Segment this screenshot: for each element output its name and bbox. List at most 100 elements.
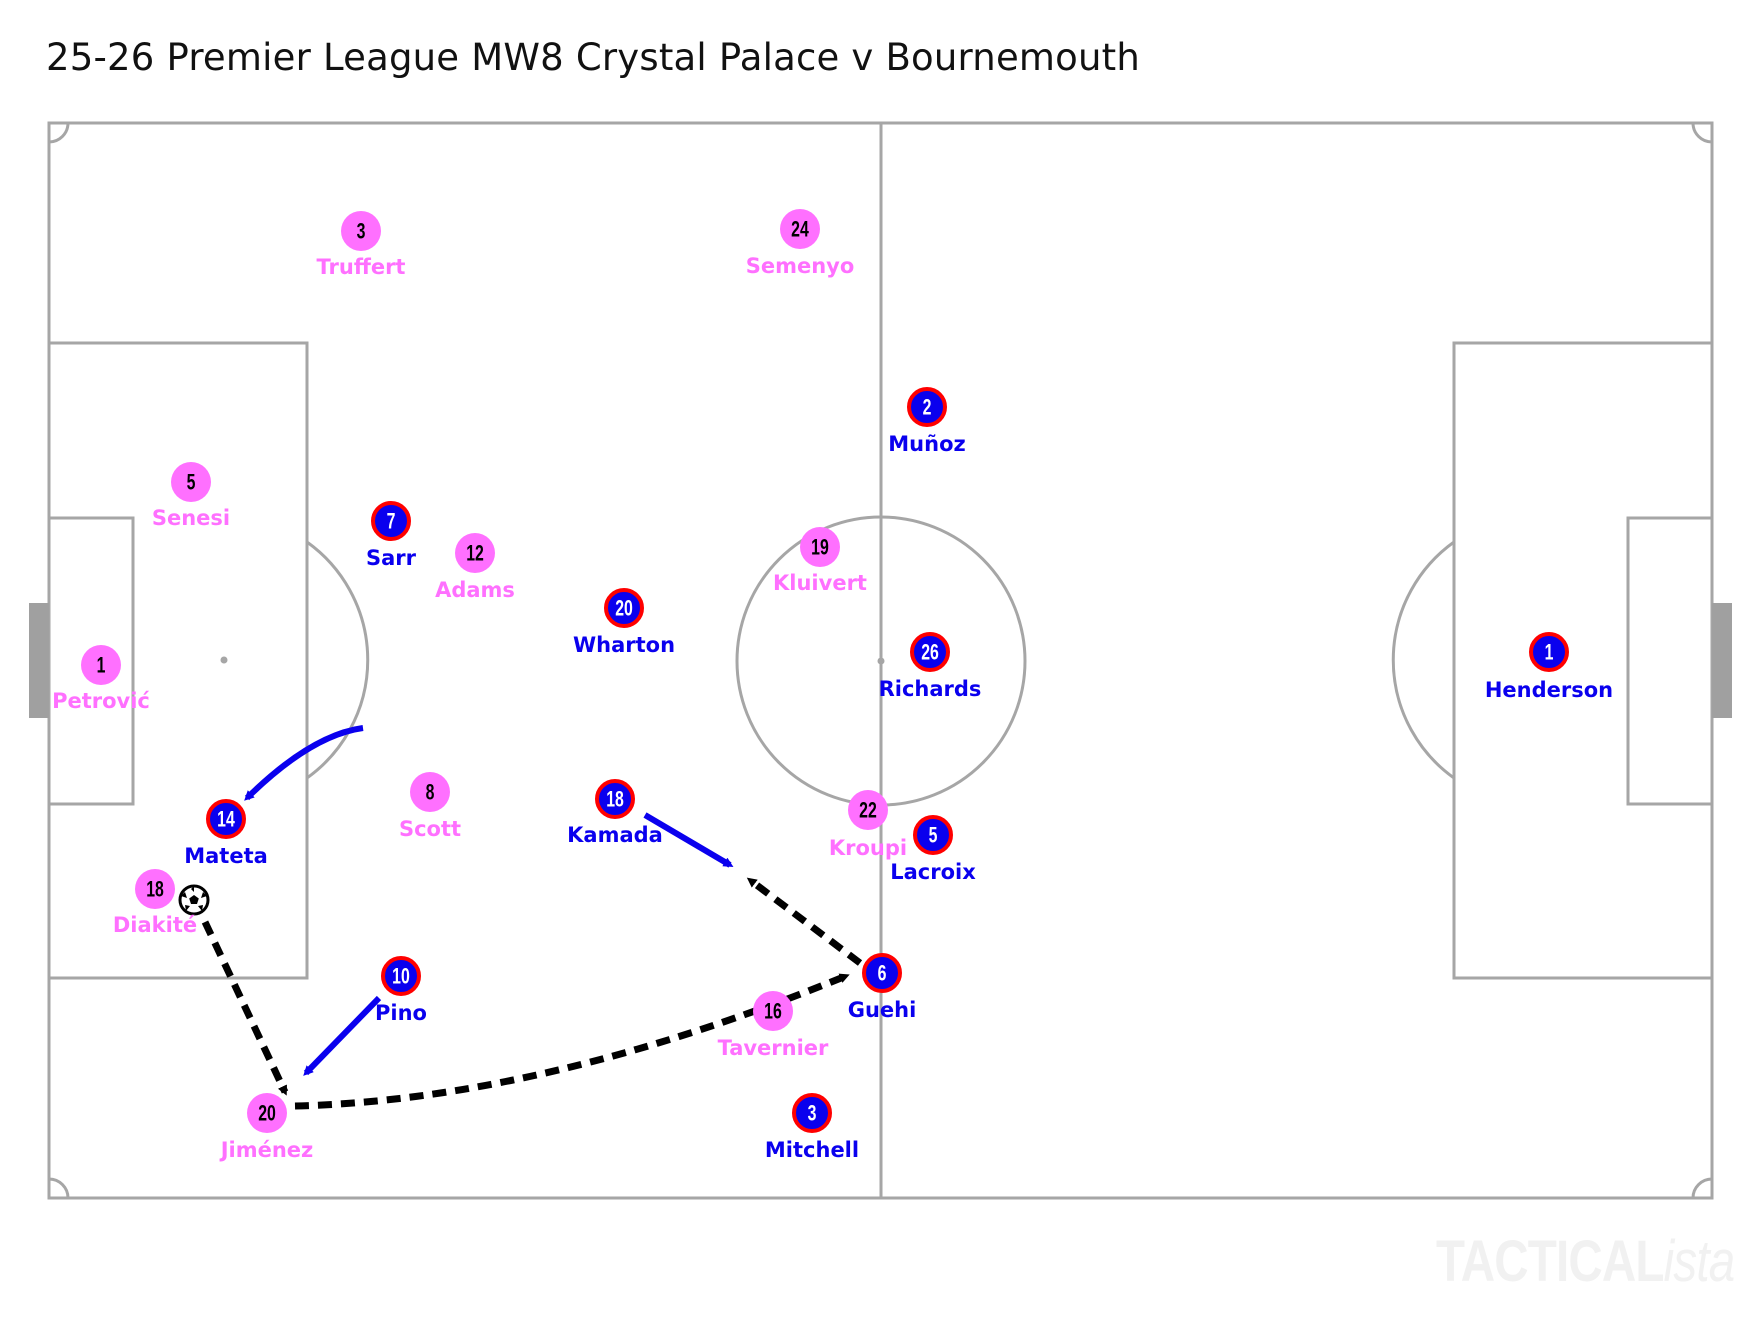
player-marker (206, 799, 246, 839)
player-number: 6 (878, 962, 887, 986)
player-name: Kroupi (829, 836, 907, 860)
player-number: 1 (97, 654, 106, 678)
player-number: 8 (426, 781, 435, 805)
player-name: Kluivert (773, 571, 867, 595)
corner-arc-br (1691, 1177, 1713, 1199)
center-spot (877, 657, 885, 665)
player-name: Senesi (152, 506, 230, 530)
player-number: 3 (808, 1102, 817, 1126)
player-name: Jiménez (219, 1138, 314, 1162)
player-marker (371, 501, 411, 541)
player-number: 12 (466, 542, 484, 566)
player-number: 3 (357, 220, 366, 244)
watermark: TACTICALista (1436, 1228, 1736, 1295)
player-marker (247, 1093, 287, 1133)
ball (178, 884, 210, 916)
player-marker (753, 991, 793, 1031)
player-marker (595, 779, 635, 819)
player-marker (410, 772, 450, 812)
player-number: 14 (217, 808, 235, 832)
player-name: Muñoz (888, 432, 965, 456)
player-marker (907, 387, 947, 427)
ball-pentagon (189, 895, 199, 904)
player-name: Pino (375, 1001, 427, 1025)
player-number: 26 (921, 641, 939, 665)
player-number: 19 (811, 536, 829, 560)
player-marker (1529, 632, 1569, 672)
player-name: Sarr (366, 546, 417, 570)
player-marker (792, 1093, 832, 1133)
player-marker (910, 632, 950, 672)
corner-arc-bl (48, 1177, 70, 1199)
player-number: 22 (859, 799, 877, 823)
player-name: Scott (399, 817, 461, 841)
player-number: 5 (187, 471, 196, 495)
player-marker (862, 953, 902, 993)
player-marker (848, 790, 888, 830)
player-name: Diakité (113, 913, 197, 937)
left-goal (29, 603, 49, 718)
player-marker (135, 869, 175, 909)
right-goal-area (1626, 516, 1714, 806)
player-marker (381, 956, 421, 996)
player-name: Truffert (317, 255, 406, 279)
player-number: 10 (392, 965, 410, 989)
player-marker (913, 815, 953, 855)
movement-arrows (201, 725, 863, 1110)
pass-arrow-guehi-to-space (746, 877, 863, 966)
run-arrow-pino (303, 995, 382, 1076)
pass-arrow-diakite-to-jimenez (201, 920, 289, 1096)
page-title: 25-26 Premier League MW8 Crystal Palace … (46, 36, 1141, 79)
player-name: Adams (435, 578, 515, 602)
player-name: Semenyo (746, 254, 855, 278)
corner-arc-tl (48, 122, 70, 144)
player-marker (341, 211, 381, 251)
player-name: Petrović (52, 689, 150, 713)
player-marker (81, 645, 121, 685)
player-number: 16 (764, 1000, 782, 1024)
right-penalty-arc (1391, 540, 1455, 780)
player-number: 20 (615, 597, 633, 621)
player-number: 1 (1545, 641, 1554, 665)
right-penalty-box (1452, 341, 1714, 980)
player-number: 18 (606, 788, 624, 812)
player-number: 24 (791, 218, 809, 242)
watermark-main: TACTICAL (1436, 1229, 1664, 1294)
run-arrow-kamada (643, 812, 734, 868)
right-goal (1712, 603, 1732, 718)
player-marker (780, 209, 820, 249)
pass-arrow-jimenez-to-guehi (294, 972, 850, 1110)
player-number: 2 (923, 396, 932, 420)
left-penalty-spot (220, 656, 228, 664)
player-marker (171, 462, 211, 502)
player-marker (455, 533, 495, 573)
player-marker (604, 588, 644, 628)
ball-patches (181, 886, 207, 911)
player-name: Mitchell (765, 1138, 859, 1162)
watermark-suffix: ista (1663, 1229, 1736, 1294)
player-name: Kamada (567, 823, 663, 847)
